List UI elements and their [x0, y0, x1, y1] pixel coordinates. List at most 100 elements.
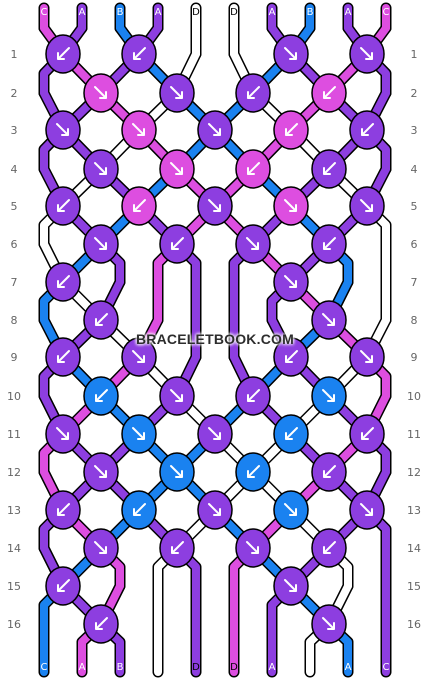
row-label-right: 6 [411, 238, 418, 251]
knot-left [45, 186, 81, 226]
knot-left [273, 337, 309, 377]
arrow-left-icon [285, 427, 298, 440]
arrow-left-icon [57, 47, 70, 60]
string-bottom-label: B [117, 662, 124, 673]
row-label-left: 11 [7, 428, 21, 441]
knot-left [159, 224, 195, 264]
string-top-label: A [79, 7, 86, 18]
arrow-right-icon [246, 541, 259, 554]
knot-right [349, 186, 385, 226]
arrow-right-icon [94, 86, 107, 99]
arrow-right-icon [208, 199, 221, 212]
knot-left [273, 414, 309, 454]
arrow-left-icon [323, 86, 336, 99]
string-bottom-label: A [345, 662, 352, 673]
arrow-right-icon [284, 503, 297, 516]
knot-right [159, 149, 195, 189]
row-label-right: 7 [411, 276, 418, 289]
row-label-left: 16 [7, 618, 21, 631]
knot-left [349, 110, 385, 150]
row-label-right: 10 [407, 390, 421, 403]
arrow-right-icon [56, 123, 69, 136]
knot-left [311, 73, 347, 113]
arrow-left-icon [285, 350, 298, 363]
knot-left [45, 262, 81, 302]
string-top-label: D [192, 7, 200, 18]
arrow-right-icon [208, 427, 221, 440]
knot-right [273, 34, 309, 74]
knot-right [45, 110, 81, 150]
row-label-left: 6 [11, 238, 18, 251]
knot-left [349, 414, 385, 454]
arrow-right-icon [170, 86, 183, 99]
row-label-right: 12 [407, 466, 421, 479]
row-label-left: 12 [7, 466, 21, 479]
row-label-right: 15 [407, 580, 421, 593]
knot-left [235, 376, 271, 416]
knot-right [197, 414, 233, 454]
knot-right [121, 414, 157, 454]
arrow-left-icon [95, 617, 108, 630]
arrow-right-icon [284, 579, 297, 592]
string-bottom-label: A [269, 662, 276, 673]
arrow-left-icon [171, 541, 184, 554]
knot-right [45, 414, 81, 454]
knot-right [121, 110, 157, 150]
arrow-right-icon [360, 350, 373, 363]
knot-right [311, 300, 347, 340]
knot-right [121, 337, 157, 377]
knot-right [83, 149, 119, 189]
row-label-right: 13 [407, 504, 421, 517]
knot-right [83, 452, 119, 492]
knot-left [235, 73, 271, 113]
arrow-left-icon [133, 199, 146, 212]
knot-left [311, 149, 347, 189]
knot-left [83, 376, 119, 416]
arrow-right-icon [132, 123, 145, 136]
arrow-right-icon [132, 427, 145, 440]
knot-right [159, 73, 195, 113]
knot-right [349, 490, 385, 530]
knot-right [311, 604, 347, 644]
arrow-right-icon [56, 427, 69, 440]
row-label-right: 1 [411, 48, 418, 61]
row-label-right: 3 [411, 124, 418, 137]
knot-left [45, 566, 81, 606]
row-label-left: 3 [11, 124, 18, 137]
knot-right [273, 262, 309, 302]
row-label-right: 8 [411, 314, 418, 327]
arrow-left-icon [361, 427, 374, 440]
arrow-right-icon [132, 350, 145, 363]
row-label-right: 4 [411, 163, 418, 176]
knot-left [311, 452, 347, 492]
arrow-right-icon [246, 237, 259, 250]
arrow-left-icon [57, 579, 70, 592]
arrow-right-icon [360, 199, 373, 212]
row-label-left: 1 [11, 48, 18, 61]
row-label-right: 5 [411, 200, 418, 213]
arrow-left-icon [133, 503, 146, 516]
knot-right [273, 490, 309, 530]
knot-right [311, 376, 347, 416]
knot-left [311, 528, 347, 568]
knot-left [45, 490, 81, 530]
arrow-right-icon [208, 503, 221, 516]
knot-grid [45, 34, 385, 644]
arrow-right-icon [170, 465, 183, 478]
string-top-label: A [345, 7, 352, 18]
arrow-left-icon [57, 275, 70, 288]
row-label-left: 15 [7, 580, 21, 593]
arrow-left-icon [57, 350, 70, 363]
knot-left [83, 604, 119, 644]
knot-right [273, 566, 309, 606]
arrow-left-icon [323, 237, 336, 250]
arrow-left-icon [323, 465, 336, 478]
row-label-right: 16 [407, 618, 421, 631]
arrow-right-icon [360, 503, 373, 516]
arrow-left-icon [247, 465, 260, 478]
arrow-right-icon [94, 162, 107, 175]
knot-left [235, 149, 271, 189]
row-label-right: 11 [407, 428, 421, 441]
